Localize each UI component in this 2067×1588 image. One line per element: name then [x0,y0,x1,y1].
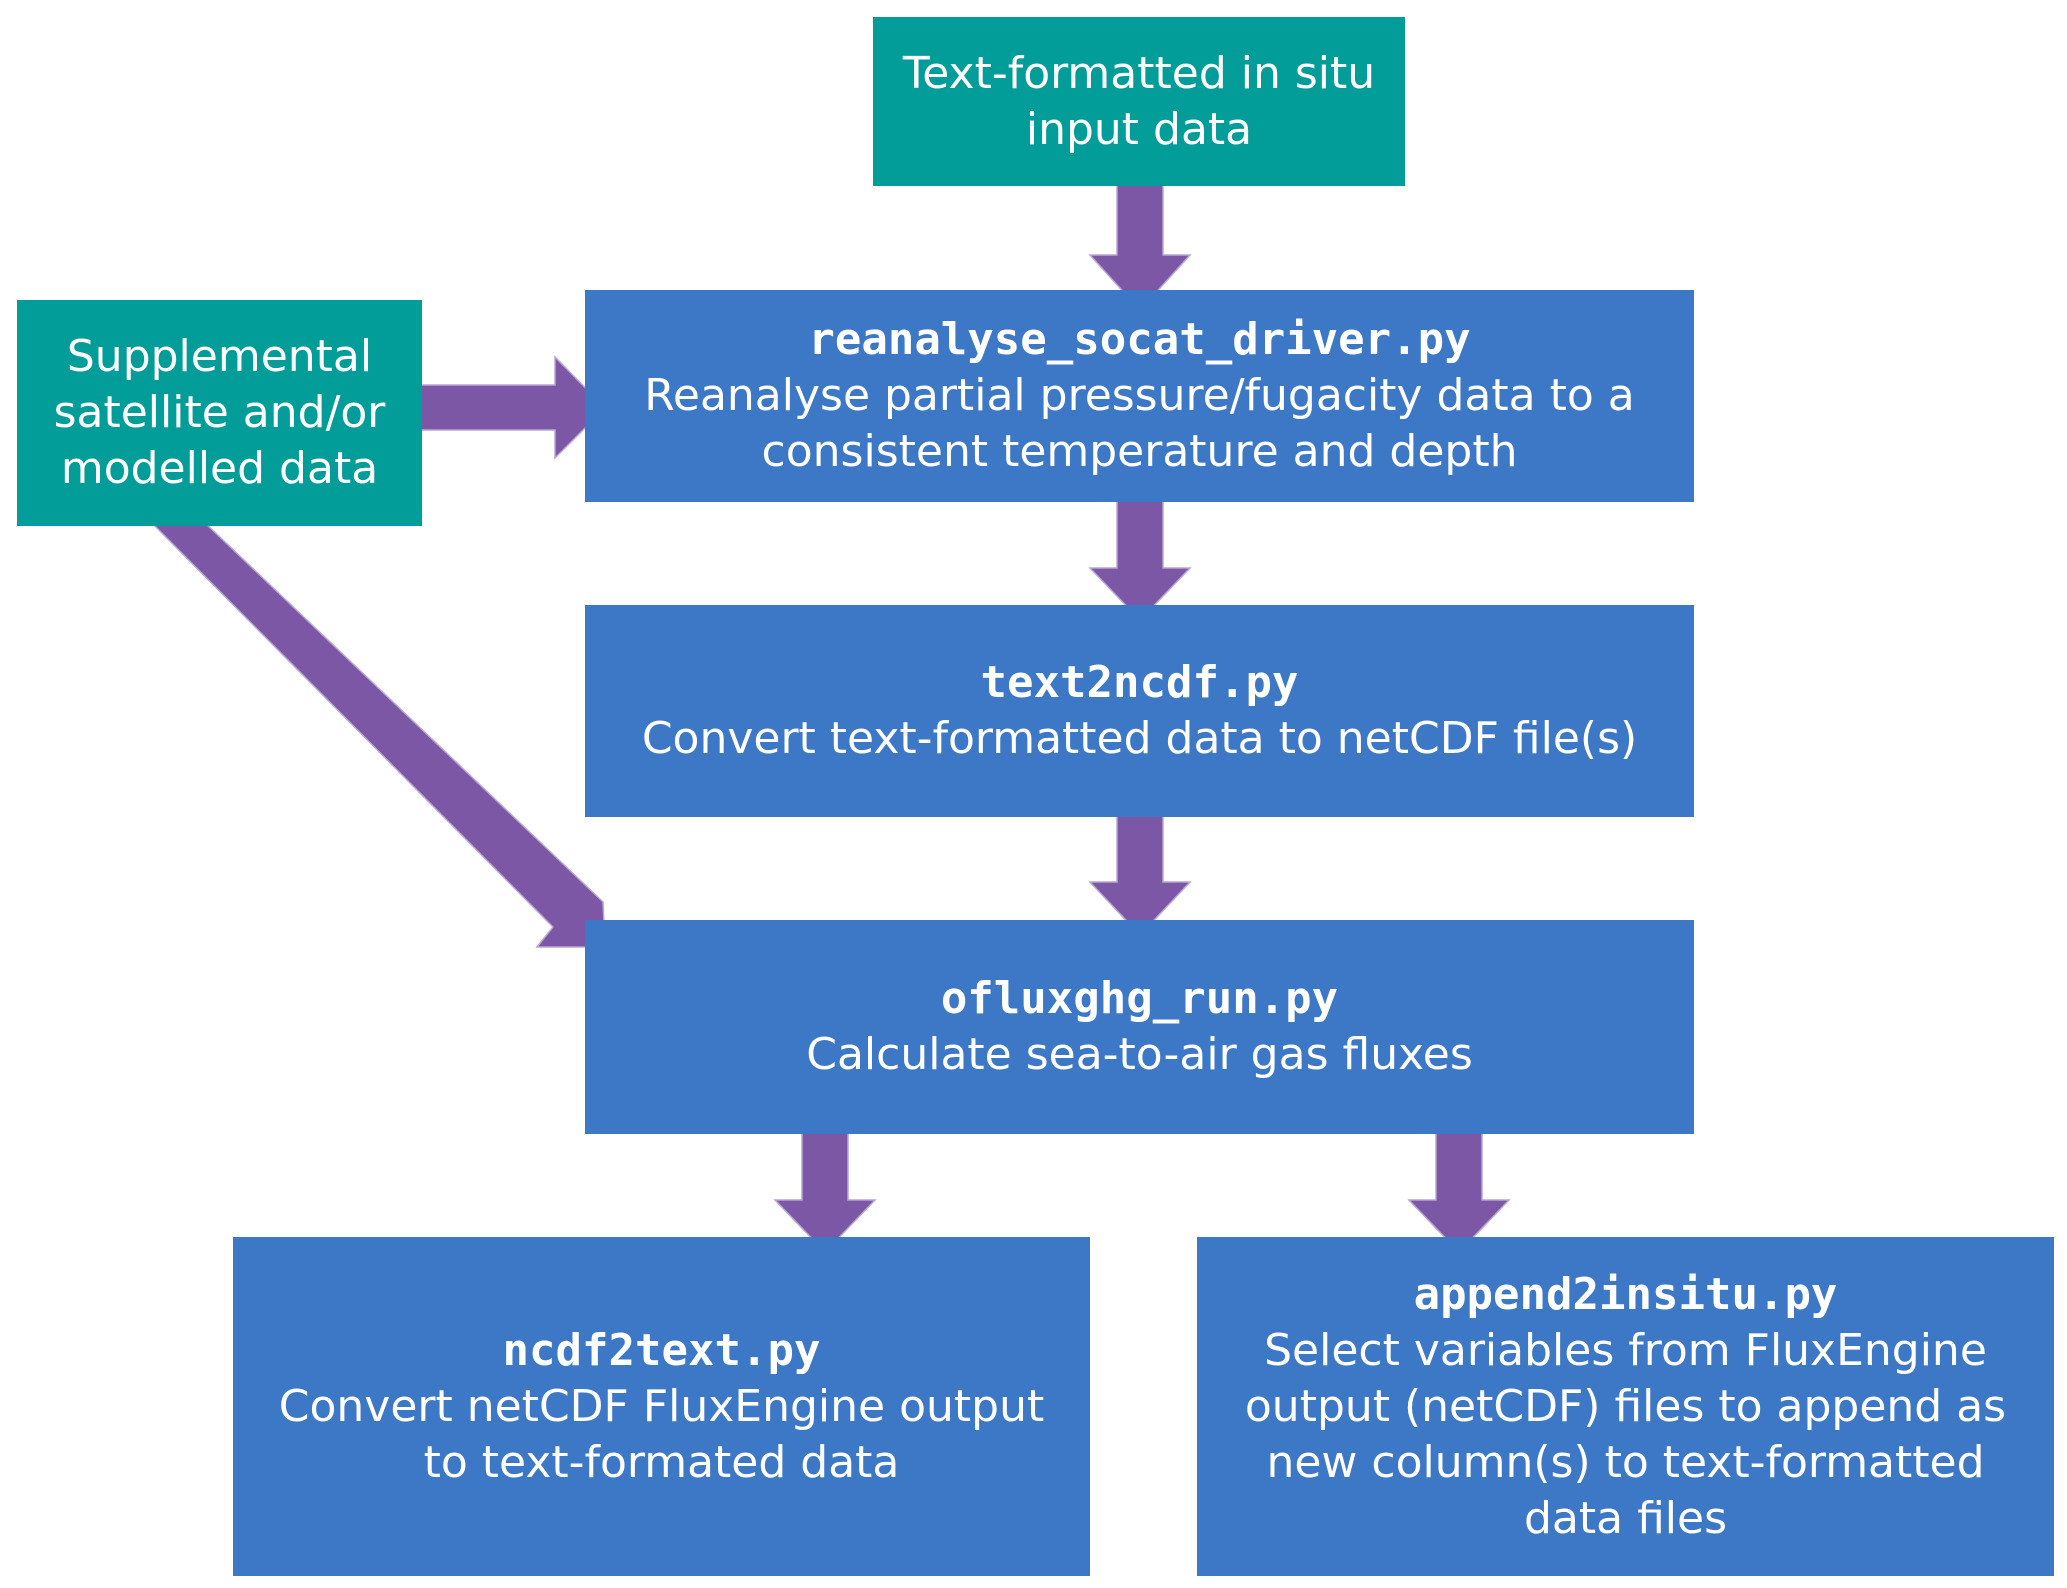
insitu-input-box: Text-formatted in situ input data [873,17,1405,186]
reanalyse-script-name: reanalyse_socat_driver.py [808,314,1471,365]
arrow-supplemental-to-ofluxghg [149,521,606,948]
insitu-input-line-1: Text-formatted in situ [902,47,1376,99]
reanalyse-desc-line-1: Reanalyse partial pressure/fugacity data… [644,370,1635,421]
text2ncdf-desc-line-1: Convert text-formatted data to netCDF fi… [641,713,1638,764]
arrow-ofluxghg-to-append2insitu [1407,1122,1511,1254]
insitu-input-line-2: input data [1025,103,1253,155]
text2ncdf-script-name: text2ncdf.py [980,657,1299,708]
ncdf2text-desc-line-2: to text-formated data [423,1436,900,1488]
ofluxghg-script-name: ofluxghg_run.py [940,973,1339,1024]
ncdf2text-script-name: ncdf2text.py [502,1324,821,1376]
arrow-ofluxghg-to-ncdf2text [773,1122,877,1254]
append2insitu-desc-line-1: Select variables from FluxEngine [1264,1324,1987,1376]
text2ncdf-box: text2ncdf.py Convert text-formatted data… [585,605,1694,817]
append2insitu-box: append2insitu.py Select variables from F… [1197,1237,2054,1576]
supplemental-line-2: satellite and/or [53,387,386,438]
ofluxghg-desc-line-1: Calculate sea-to-air gas fluxes [806,1029,1473,1080]
arrow-insitu-to-reanalyse [1088,177,1192,312]
ncdf2text-box: ncdf2text.py Convert netCDF FluxEngine o… [233,1237,1090,1576]
reanalyse-box: reanalyse_socat_driver.py Reanalyse part… [585,290,1694,502]
supplemental-line-3: modelled data [60,443,379,494]
ofluxghg-box: ofluxghg_run.py Calculate sea-to-air gas… [585,920,1694,1134]
append2insitu-desc-line-3: new column(s) to text-formatted [1266,1436,1985,1488]
append2insitu-desc-line-2: output (netCDF) files to append as [1244,1380,2007,1432]
arrow-supplemental-to-reanalyse [409,355,607,460]
supplemental-line-1: Supplemental [66,331,373,382]
arrow-text2ncdf-to-ofluxghg [1088,804,1192,937]
arrow-reanalyse-to-text2ncdf [1088,489,1192,622]
ncdf2text-desc-line-1: Convert netCDF FluxEngine output [278,1380,1045,1432]
append2insitu-desc-line-4: data files [1523,1492,1728,1544]
reanalyse-desc-line-2: consistent temperature and depth [761,426,1518,477]
supplemental-data-box: Supplemental satellite and/or modelled d… [17,300,422,526]
append2insitu-script-name: append2insitu.py [1413,1268,1838,1320]
